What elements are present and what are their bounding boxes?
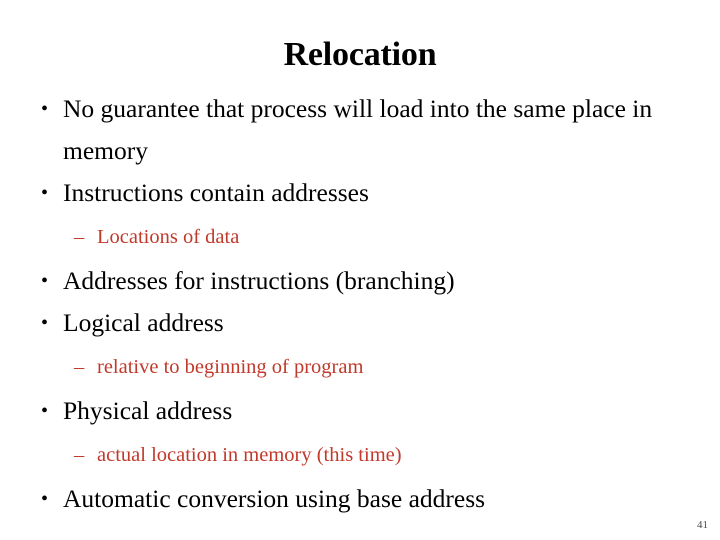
list-item: • Automatic conversion using base addres… [0, 478, 720, 520]
list-item-text: Instructions contain addresses [63, 178, 369, 207]
bullet-list: • No guarantee that process will load in… [0, 88, 720, 520]
list-item-text: Automatic conversion using base address [63, 484, 486, 513]
list-item: • Addresses for instructions (branching) [0, 260, 720, 302]
list-item: • Logical address [0, 302, 720, 344]
sub-list-item: – Locations of data [0, 218, 720, 256]
bullet-marker-dash: – [74, 226, 85, 248]
sub-list-item-text: actual location in memory (this time) [97, 444, 402, 466]
bullet-marker-dot: • [41, 182, 49, 204]
list-item-text: Logical address [63, 308, 224, 337]
sub-list-item: – relative to beginning of program [0, 348, 720, 386]
bullet-marker-dot: • [41, 98, 49, 120]
page-number: 41 [697, 519, 708, 531]
bullet-marker-dot: • [41, 400, 49, 422]
list-item-text: Physical address [63, 396, 233, 425]
list-item: • Physical address [0, 390, 720, 432]
sub-list-item: – actual location in memory (this time) [0, 436, 720, 474]
page-title: Relocation [283, 35, 437, 73]
sub-list-item-text: relative to beginning of program [97, 356, 364, 378]
bullet-marker-dot: • [41, 488, 49, 510]
bullet-marker-dash: – [74, 356, 85, 378]
list-item: • No guarantee that process will load in… [0, 88, 720, 172]
sub-list-item-text: Locations of data [97, 226, 240, 248]
bullet-marker-dot: • [41, 312, 49, 334]
list-item: • Instructions contain addresses [0, 172, 720, 214]
list-item-text: No guarantee that process will load into… [63, 94, 653, 165]
bullet-marker-dash: – [74, 444, 85, 466]
list-item-text: Addresses for instructions (branching) [63, 266, 455, 295]
bullet-marker-dot: • [41, 270, 49, 292]
